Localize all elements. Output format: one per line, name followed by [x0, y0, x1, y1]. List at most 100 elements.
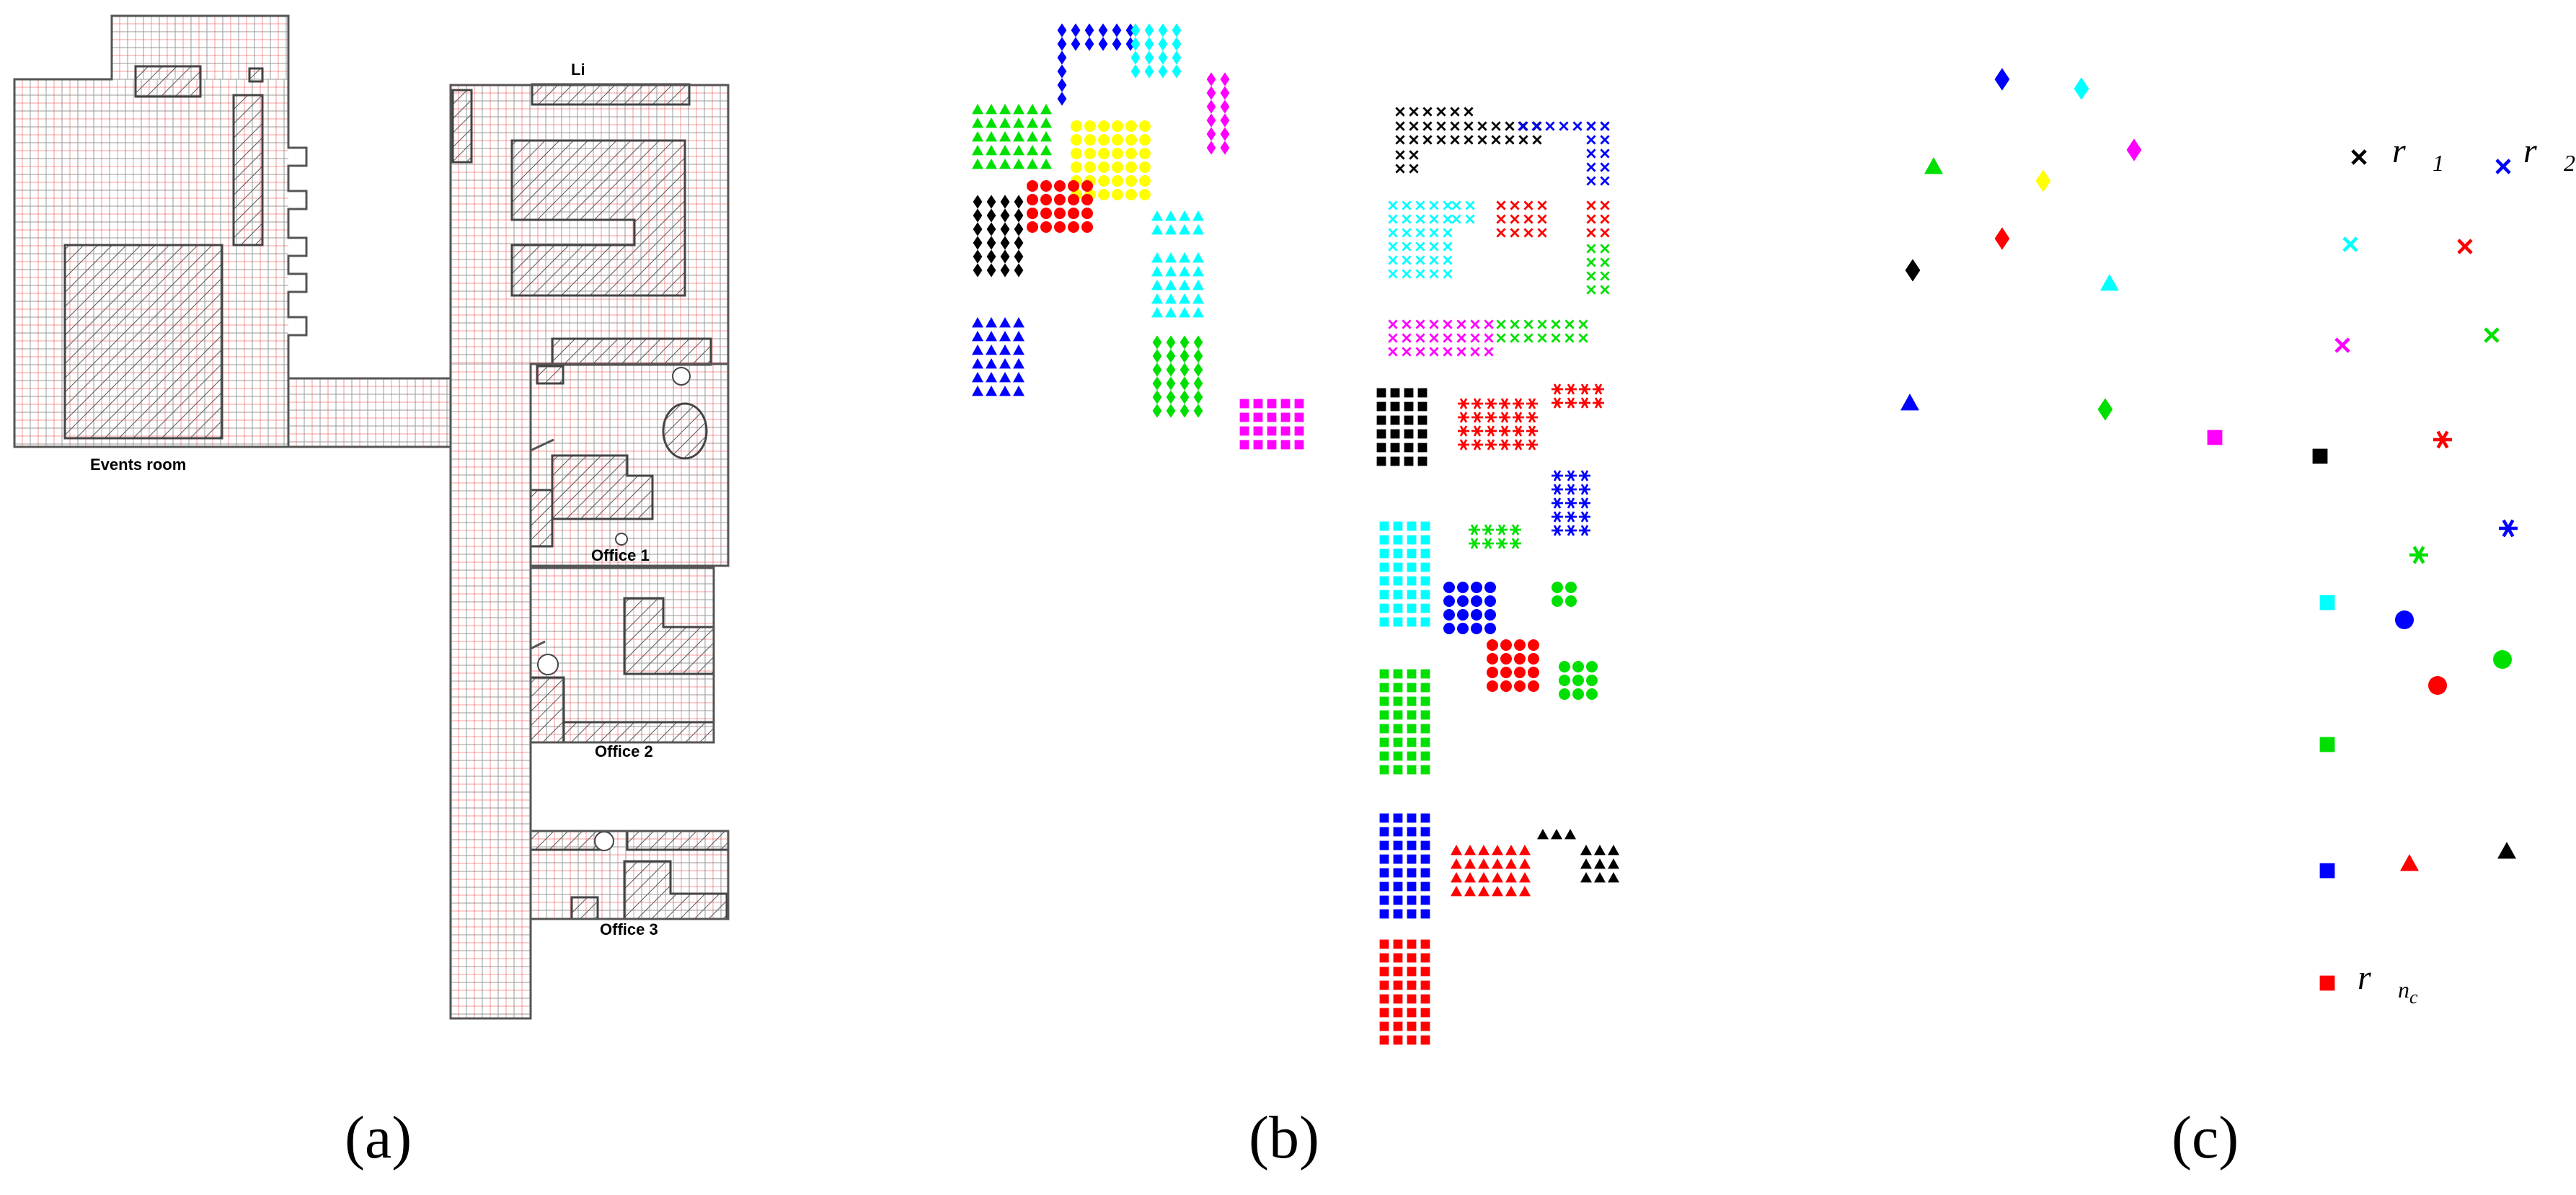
- cluster-point: [1600, 148, 1610, 159]
- cluster-point: [1014, 249, 1024, 264]
- cluster-point: [1027, 194, 1038, 205]
- cluster-point: [1420, 710, 1430, 720]
- cluster-point: [1379, 967, 1389, 977]
- cluster-point: [1139, 148, 1151, 159]
- cluster-point: [986, 131, 997, 142]
- cluster-point: [1151, 293, 1163, 304]
- cluster-point: [1395, 164, 1405, 174]
- cluster-point: [1429, 228, 1439, 238]
- cluster-point: [972, 358, 983, 369]
- cluster-point: [1393, 710, 1403, 720]
- cluster-point: [1523, 228, 1533, 238]
- cluster-point: [1407, 827, 1417, 837]
- cluster-point: [1600, 285, 1610, 295]
- cluster-point: [1528, 653, 1539, 665]
- cluster-point: [1564, 333, 1575, 343]
- caption-b: (b): [1249, 1104, 1319, 1171]
- cluster-point: [1500, 639, 1512, 651]
- cluster-point: [1407, 548, 1417, 559]
- cluster-point: [1578, 319, 1588, 329]
- cluster-point: [1379, 895, 1389, 905]
- cluster-point: [1395, 107, 1405, 117]
- cluster-point: [1206, 86, 1216, 100]
- cluster-point: [1376, 456, 1386, 466]
- cluster-point: [1280, 399, 1291, 409]
- office1-door: [530, 438, 554, 452]
- cluster-point: [1552, 582, 1563, 593]
- cluster-point: [999, 159, 1011, 169]
- cluster-point: [1388, 255, 1398, 265]
- cluster-point: [1420, 751, 1430, 761]
- cluster-point: [1551, 333, 1561, 343]
- cluster-point: [1165, 252, 1177, 263]
- cluster-point: [1130, 64, 1141, 79]
- cluster-point: [1586, 271, 1596, 281]
- cluster-point: [1443, 623, 1455, 634]
- cluster-point: [1388, 333, 1398, 343]
- cluster-point: [1407, 696, 1417, 706]
- cluster-point: [1013, 331, 1024, 342]
- cluster-point: [1579, 525, 1590, 536]
- centroid-point: [2428, 676, 2447, 695]
- cluster-point: [1393, 603, 1403, 613]
- cluster-point: [1594, 872, 1606, 883]
- cluster-point: [1471, 439, 1483, 450]
- cluster-point: [1600, 228, 1610, 238]
- cluster-point: [1125, 175, 1137, 187]
- cluster-point: [1484, 333, 1494, 343]
- cluster-point: [1027, 180, 1038, 192]
- cluster-point: [1518, 135, 1528, 145]
- cluster-point: [1393, 980, 1403, 990]
- cluster-point: [1415, 228, 1425, 238]
- label-office3: Office 3: [600, 920, 658, 938]
- cluster-point: [1253, 412, 1263, 422]
- cluster-point: [1112, 175, 1123, 187]
- cluster-point: [1565, 484, 1577, 495]
- cluster-point: [1565, 497, 1577, 509]
- cluster-point: [1179, 390, 1190, 404]
- cluster-point: [1464, 845, 1476, 856]
- cluster-point: [1395, 135, 1405, 145]
- cluster-point: [1014, 236, 1024, 250]
- cluster-point: [1579, 397, 1590, 409]
- cluster-point: [1158, 50, 1168, 65]
- cluster-point: [1464, 135, 1474, 145]
- cluster-point: [1253, 426, 1263, 436]
- cluster-point: [1600, 135, 1610, 145]
- centroid-point: [2207, 430, 2223, 445]
- cluster-point: [1443, 347, 1453, 357]
- cluster-point: [1139, 189, 1151, 200]
- centroid-labels: r⃗1 r⃗2 r⃗nc: [2358, 132, 2575, 1008]
- cluster-point: [1565, 383, 1577, 395]
- cluster-point: [1379, 562, 1389, 572]
- cluster-point: [1013, 104, 1024, 115]
- cluster-point: [1537, 319, 1547, 329]
- cluster-point: [1514, 680, 1526, 692]
- cluster-point: [1491, 135, 1501, 145]
- cluster-point: [1057, 50, 1067, 65]
- cluster-point: [1519, 845, 1531, 856]
- cluster-point: [1600, 244, 1610, 254]
- cluster-point: [999, 358, 1011, 369]
- cluster-point: [1071, 37, 1081, 51]
- cluster-point: [1420, 617, 1430, 627]
- centroid-point: [1900, 394, 1919, 411]
- cluster-point: [1179, 349, 1190, 363]
- cluster-point: [1179, 335, 1190, 350]
- cluster-point: [1537, 829, 1549, 840]
- cluster-point: [1420, 827, 1430, 837]
- cluster-point: [1505, 886, 1517, 897]
- cluster-point: [1125, 120, 1137, 132]
- outline-left-building: [13, 14, 308, 448]
- cluster-point: [1294, 440, 1304, 450]
- cluster-point: [1151, 307, 1163, 318]
- cluster-point: [1379, 590, 1389, 600]
- cluster-point: [973, 249, 983, 264]
- cluster-point: [1379, 840, 1389, 850]
- cluster-point: [999, 345, 1011, 355]
- cluster-point: [1519, 858, 1531, 869]
- cluster-point: [1376, 388, 1386, 398]
- cluster-point: [1393, 868, 1403, 878]
- cluster-point: [1579, 511, 1590, 523]
- cluster-point: [1151, 224, 1163, 235]
